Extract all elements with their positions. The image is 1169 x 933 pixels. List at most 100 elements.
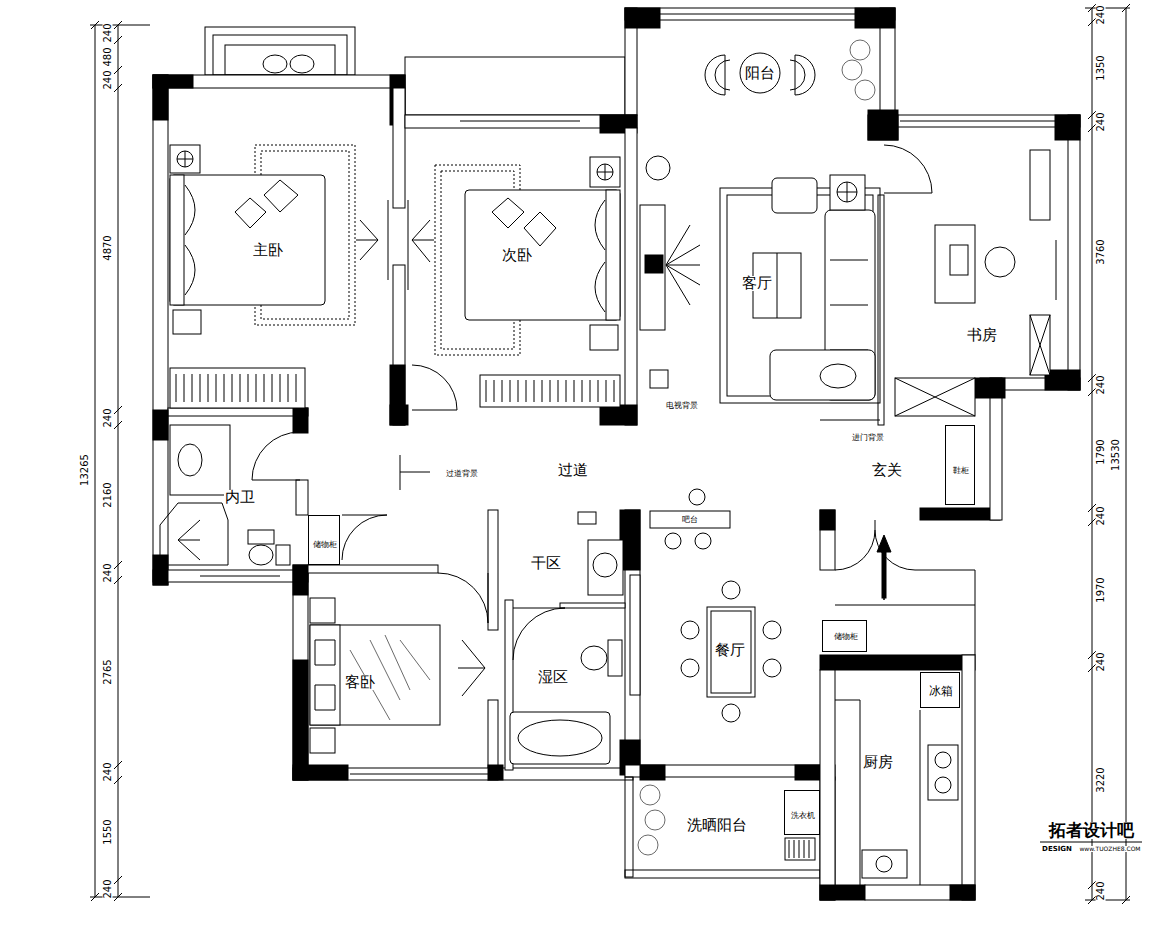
room-area: 厨房冰箱 (835, 670, 962, 885)
furniture (835, 700, 958, 885)
door-swing (835, 520, 875, 570)
furniture (170, 145, 388, 408)
bed (465, 190, 620, 320)
computer (950, 245, 968, 275)
tv (645, 255, 663, 273)
plant (646, 156, 670, 180)
window (350, 774, 488, 775)
room-area: 主卧 (168, 88, 393, 408)
dimension-left (90, 21, 150, 901)
room-area: 内卫 (168, 418, 293, 570)
phone-table (173, 310, 201, 334)
room-label: 书房 (966, 328, 998, 343)
wall (820, 510, 835, 570)
walls (153, 8, 1080, 900)
bin (276, 545, 290, 565)
headboard (310, 625, 340, 725)
dimension-number: 1790 (1096, 438, 1106, 465)
pillar (293, 408, 308, 433)
planter (405, 57, 625, 115)
bathtub (510, 712, 610, 764)
dimension-number: 1350 (1096, 54, 1106, 81)
dimension-number: 240 (103, 761, 113, 782)
burner (935, 752, 951, 768)
room-area: 餐厅 (640, 528, 820, 765)
pillow (595, 200, 605, 312)
room-area: 吧台 (650, 511, 730, 528)
pillar (975, 378, 1005, 398)
pillar (950, 885, 975, 900)
plant (640, 785, 660, 805)
wardrobe (480, 375, 620, 407)
door-swing (438, 573, 488, 623)
nightstand (170, 145, 200, 173)
table (740, 53, 780, 93)
door-swing (513, 608, 565, 660)
note-label: 电视背景 (665, 402, 699, 410)
vanity (170, 425, 230, 495)
counter (835, 700, 860, 701)
nightstand (590, 157, 620, 187)
tv-light (408, 200, 434, 290)
fixture-label: 储物柜 (312, 541, 338, 549)
toilet-tank (608, 640, 622, 676)
room-area: 过道 (308, 425, 820, 510)
dimension-number: 2160 (103, 481, 113, 508)
balcony-rail (625, 870, 820, 878)
dim-line (1092, 8, 1093, 900)
chair (985, 247, 1015, 277)
cushion (235, 180, 298, 228)
wall (820, 655, 975, 670)
leaf (842, 60, 862, 80)
bookcase (1030, 315, 1050, 375)
wall (308, 565, 438, 573)
dimension-number: 240 (103, 562, 113, 583)
dining-table (711, 611, 751, 693)
pillar (820, 510, 835, 530)
toilet (581, 646, 607, 670)
pillar (293, 565, 308, 595)
sink (862, 850, 907, 878)
window (460, 121, 580, 122)
bay-window (213, 35, 347, 75)
room-label: 主卧 (252, 243, 284, 258)
hangers (486, 380, 614, 402)
dim-line (95, 25, 96, 897)
entry-arrow (882, 552, 886, 598)
room-area: 阳台 (637, 20, 880, 115)
window (660, 14, 855, 15)
counter (860, 700, 861, 885)
cushion (492, 198, 556, 246)
room-label: 干区 (530, 556, 562, 571)
furniture (510, 512, 640, 764)
armchair (772, 178, 817, 213)
lamp (837, 182, 857, 202)
furniture (895, 150, 1056, 416)
shelf (578, 512, 596, 524)
dimension-number: 1550 (103, 818, 113, 845)
room-label: 厨房 (862, 755, 894, 770)
wall (488, 510, 498, 630)
fixture-box: 洗衣机 (784, 790, 820, 835)
wall-decor (400, 455, 430, 490)
dimension-number: 3220 (1096, 766, 1106, 793)
pillar (920, 508, 1000, 520)
room-area: 客厅 (637, 128, 878, 428)
leaf (855, 80, 875, 100)
partition (820, 420, 880, 421)
wall (625, 128, 637, 425)
room-label: 湿区 (537, 670, 569, 685)
entry-arrow (877, 535, 891, 600)
note-label: 过道背景 (445, 470, 479, 478)
sofa (770, 350, 875, 400)
chair (790, 55, 815, 95)
doors (252, 145, 932, 660)
bay-seat (225, 45, 335, 75)
stone (263, 55, 287, 73)
window (900, 121, 1055, 122)
room-area: 书房 (884, 127, 1068, 378)
room-area: 洗晒阳台 (633, 777, 783, 870)
wall (880, 115, 1080, 127)
wall (865, 885, 975, 900)
bed (310, 625, 440, 725)
